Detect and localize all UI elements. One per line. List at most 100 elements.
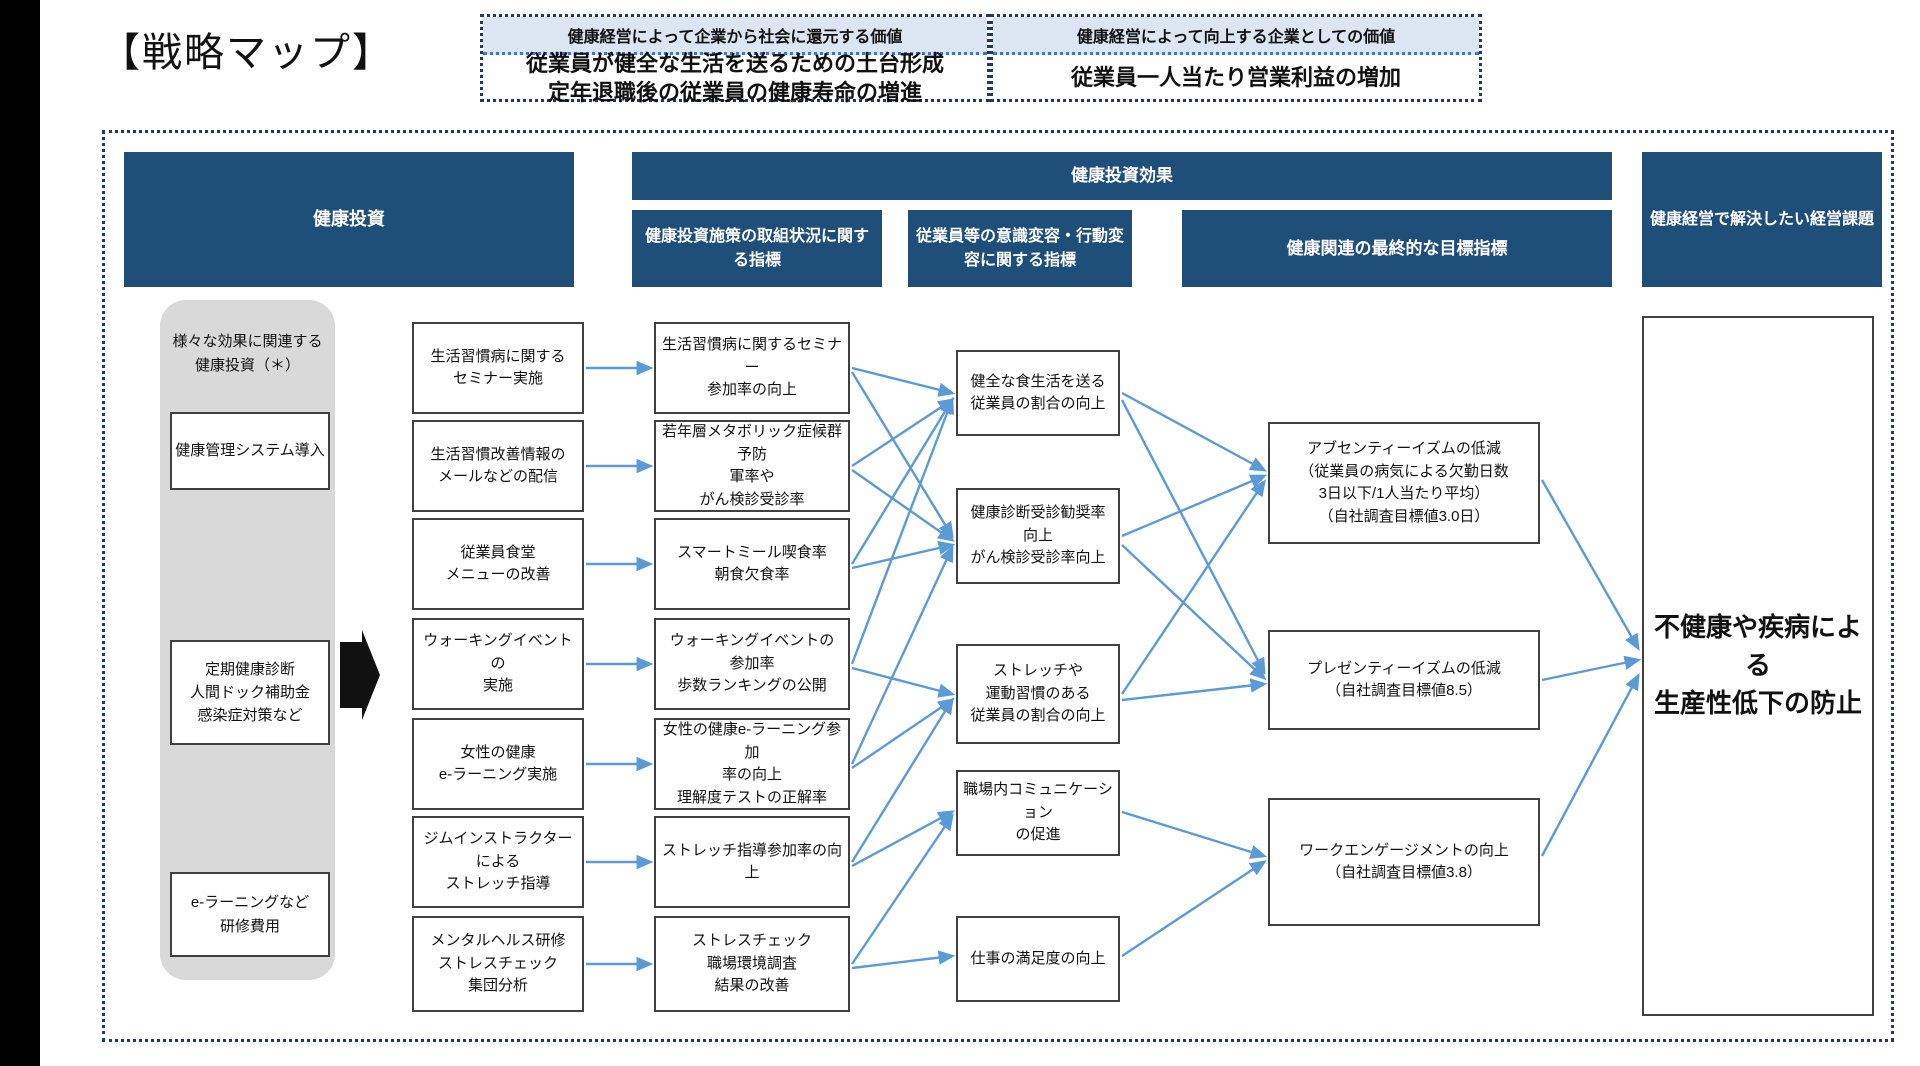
behavior-3-line-1: の促進	[1015, 826, 1061, 844]
thick-arrow-icon	[340, 630, 380, 720]
indicator-3-line-0: ウォーキングイベントの	[669, 632, 835, 650]
measure-6-line-1: ストレスチェック	[437, 954, 558, 972]
indicator-6[interactable]: ストレスチェック 職場環境調査 結果の改善	[654, 916, 850, 1012]
column-header-effect-sub1: 健康投資施策の取組状況に関する指標	[632, 210, 882, 287]
measure-4[interactable]: 女性の健康 e-ラーニング実施	[412, 718, 584, 810]
indicator-0-line-0: 生活習慣病に関するセミナー	[661, 336, 842, 376]
investment-item-2-line-0: e-ラーニングなど	[190, 894, 310, 912]
behavior-3[interactable]: 職場内コミュニケーション の促進	[956, 770, 1120, 856]
investment-panel-title-line2: 健康投資（＊）	[194, 357, 300, 374]
behavior-3-line-0: 職場内コミュニケーション	[963, 781, 1113, 821]
behavior-4[interactable]: 仕事の満足度の向上	[956, 916, 1120, 1002]
measure-6-line-0: メンタルヘルス研修	[430, 932, 566, 950]
behavior-1[interactable]: 健康診断受診勧奨率 向上 がん検診受診率向上	[956, 488, 1120, 584]
outcome-2[interactable]: ワークエンゲージメントの向上 （自社調査目標値3.8）	[1268, 798, 1540, 926]
measure-5-line-1: ストレッチ指導	[445, 875, 551, 893]
header-left-body: 従業員が健全な生活を送るための土台形成 定年退職後の従業員の健康寿命の増進	[483, 51, 987, 104]
header-right-line1: 従業員一人当たり営業利益の増加	[1070, 65, 1401, 91]
investment-item-1[interactable]: 定期健康診断 人間ドック補助金 感染症対策など	[170, 640, 330, 745]
behavior-1-line-2: がん検診受診率向上	[970, 549, 1106, 567]
final-issue-box[interactable]: 不健康や疾病による 生産性低下の防止	[1642, 316, 1874, 1016]
indicator-4[interactable]: 女性の健康e-ラーニング参加 率の向上 理解度テストの正解率	[654, 718, 850, 810]
indicator-3-line-2: 歩数ランキングの公開	[677, 677, 827, 695]
slide-canvas: 【戦略マップ】 健康経営によって企業から社会に還元する価値 従業員が健全な生活を…	[40, 0, 1920, 1066]
measure-3-line-1: 実施	[482, 677, 513, 695]
measure-0-line-1: セミナー実施	[452, 370, 543, 387]
investment-item-0[interactable]: 健康管理システム導入	[170, 412, 330, 490]
investment-panel-title: 様々な効果に関連する 健康投資（＊）	[160, 330, 335, 378]
indicator-1[interactable]: 若年層メタボリック症候群予防 軍率や がん検診受診率	[654, 420, 850, 512]
measure-2-line-1: メニューの改善	[445, 566, 551, 583]
measure-1-line-1: メールなどの配信	[437, 468, 558, 485]
outcome-2-line-1: （自社調査目標値3.8）	[1326, 864, 1482, 881]
measure-6[interactable]: メンタルヘルス研修 ストレスチェック 集団分析	[412, 916, 584, 1012]
indicator-0-line-1: 参加率の向上	[706, 381, 797, 399]
header-box-social-value: 健康経営によって企業から社会に還元する価値 従業員が健全な生活を送るための土台形…	[480, 14, 990, 105]
measure-3-line-0: ウォーキングイベントの	[423, 632, 573, 672]
outcome-0-line-2: 3日以下/1人当たり平均）	[1318, 485, 1490, 502]
indicator-2[interactable]: スマートミール喫食率 朝食欠食率	[654, 518, 850, 610]
behavior-0[interactable]: 健全な食生活を送る 従業員の割合の向上	[956, 350, 1120, 436]
column-header-effect-group: 健康投資効果	[632, 152, 1612, 200]
behavior-1-line-0: 健康診断受診勧奨率	[970, 504, 1106, 522]
measure-5[interactable]: ジムインストラクターによる ストレッチ指導	[412, 816, 584, 908]
header-left-line1: 従業員が健全な生活を送るための土台形成	[525, 51, 944, 77]
indicator-2-line-1: 朝食欠食率	[714, 566, 790, 583]
outcome-1-line-0: プレゼンティーイズムの低減	[1307, 659, 1501, 677]
behavior-2[interactable]: ストレッチや 運動習慣のある 従業員の割合の向上	[956, 644, 1120, 744]
investment-item-2[interactable]: e-ラーニングなど 研修費用	[170, 872, 330, 957]
behavior-0-line-1: 従業員の割合の向上	[970, 395, 1106, 412]
investment-item-1-line-2: 感染症対策など	[197, 707, 303, 725]
investment-item-1-line-0: 定期健康診断	[204, 660, 295, 678]
indicator-6-line-1: 職場環境調査	[706, 954, 797, 972]
column-header-effect-sub3: 健康関連の最終的な目標指標	[1182, 210, 1612, 287]
behavior-1-line-1: 向上	[1022, 526, 1053, 544]
indicator-6-line-2: 結果の改善	[714, 977, 790, 995]
final-issue-line-0: 不健康や疾病による	[1653, 612, 1862, 681]
measure-1[interactable]: 生活習慣改善情報の メールなどの配信	[412, 420, 584, 512]
indicator-1-line-2: がん検診受診率	[699, 490, 805, 508]
outcome-0[interactable]: アブセンティーイズムの低減 （従業員の病気による欠勤日数 3日以下/1人当たり平…	[1268, 422, 1540, 544]
indicator-5[interactable]: ストレッチ指導参加率の向上	[654, 816, 850, 908]
behavior-4-line-0: 仕事の満足度の向上	[970, 949, 1106, 967]
measure-1-line-0: 生活習慣改善情報の	[430, 445, 566, 463]
column-header-investment: 健康投資	[124, 152, 574, 287]
indicator-4-line-1: 率の向上	[721, 766, 782, 783]
behavior-2-line-0: ストレッチや	[992, 662, 1083, 680]
indicator-1-line-1: 軍率や	[729, 468, 775, 485]
outcome-1-line-1: （自社調査目標値8.5）	[1326, 682, 1482, 699]
outcome-2-line-0: ワークエンゲージメントの向上	[1299, 841, 1509, 859]
page-title: 【戦略マップ】	[100, 30, 394, 76]
outcome-0-line-0: アブセンティーイズムの低減	[1307, 440, 1501, 457]
outcome-0-line-1: （従業員の病気による欠勤日数	[1299, 462, 1509, 480]
measure-2[interactable]: 従業員食堂 メニューの改善	[412, 518, 584, 610]
indicator-4-line-2: 理解度テストの正解率	[676, 788, 827, 806]
investment-panel-title-line1: 様々な効果に関連する	[172, 333, 323, 350]
behavior-2-line-1: 運動習慣のある	[985, 684, 1091, 702]
header-left-line2: 定年退職後の従業員の健康寿命の増進	[547, 79, 922, 105]
investment-item-1-line-1: 人間ドック補助金	[189, 683, 310, 701]
behavior-2-line-2: 従業員の割合の向上	[970, 707, 1106, 725]
indicator-1-line-0: 若年層メタボリック症候群予防	[661, 423, 842, 463]
measure-5-line-0: ジムインストラクターによる	[423, 830, 573, 870]
indicator-0[interactable]: 生活習慣病に関するセミナー 参加率の向上	[654, 322, 850, 414]
investment-item-0-line-0: 健康管理システム導入	[175, 442, 325, 460]
measure-2-line-0: 従業員食堂	[460, 543, 536, 561]
outcome-0-line-3: （自社調査目標値3.0日）	[1318, 507, 1490, 525]
header-box-company-value: 健康経営によって向上する企業としての価値 従業員一人当たり営業利益の増加	[990, 14, 1482, 102]
header-left-caption: 健康経営によって企業から社会に還元する価値	[483, 17, 987, 55]
measure-6-line-2: 集団分析	[467, 977, 528, 995]
outcome-1[interactable]: プレゼンティーイズムの低減 （自社調査目標値8.5）	[1268, 630, 1540, 730]
column-header-effect-sub2: 従業員等の意識変容・行動変容に関する指標	[908, 210, 1132, 287]
measure-3[interactable]: ウォーキングイベントの 実施	[412, 618, 584, 710]
indicator-4-line-0: 女性の健康e-ラーニング参加	[662, 721, 842, 761]
indicator-3-line-1: 参加率	[729, 654, 775, 672]
header-right-body: 従業員一人当たり営業利益の増加	[993, 55, 1479, 102]
indicator-3[interactable]: ウォーキングイベントの 参加率 歩数ランキングの公開	[654, 618, 850, 710]
indicator-6-line-0: ストレスチェック	[691, 932, 812, 950]
measure-0[interactable]: 生活習慣病に関する セミナー実施	[412, 322, 584, 414]
header-right-caption: 健康経営によって向上する企業としての価値	[993, 17, 1479, 55]
measure-0-line-0: 生活習慣病に関する	[430, 347, 566, 365]
column-header-issue: 健康経営で解決したい経営課題	[1642, 152, 1882, 287]
behavior-0-line-0: 健全な食生活を送る	[970, 372, 1106, 390]
